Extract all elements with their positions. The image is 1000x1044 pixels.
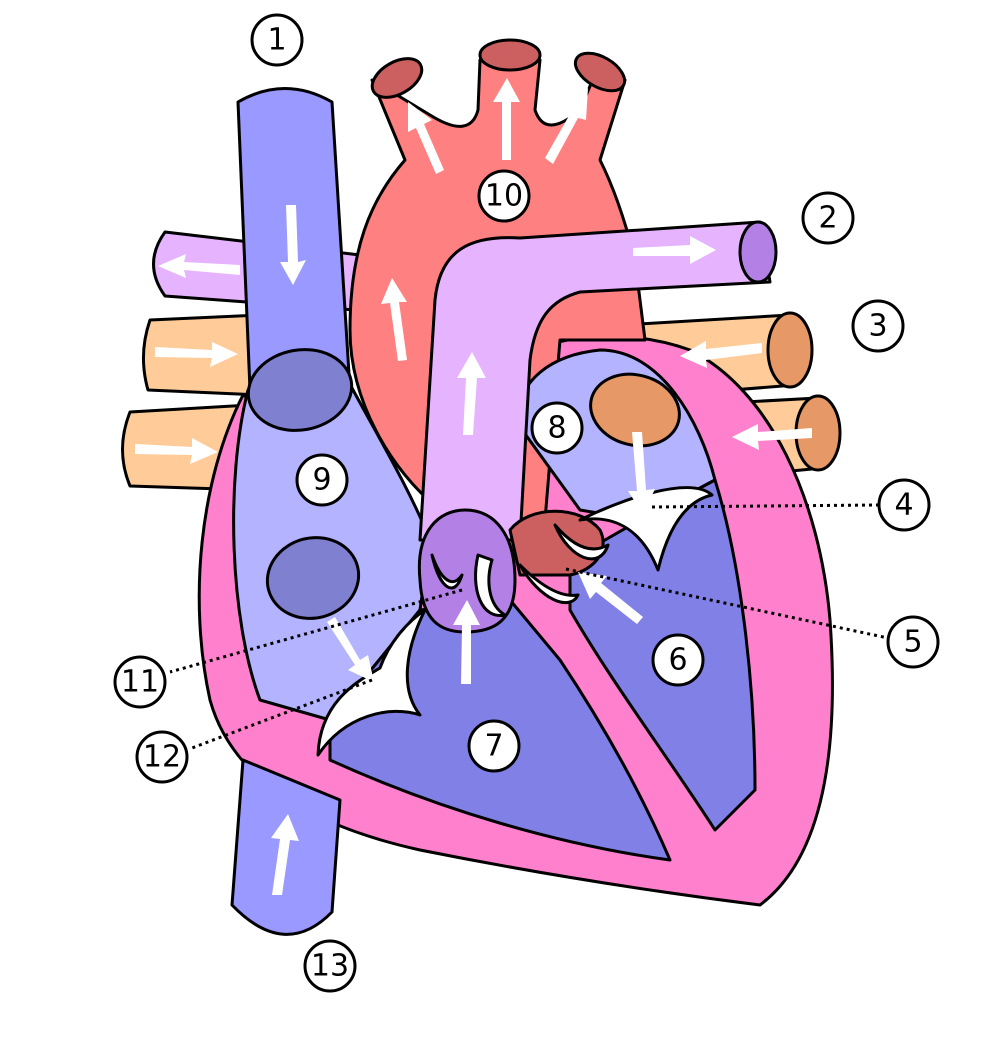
callout-13-label: 13 <box>311 949 349 984</box>
valve-leaflets <box>316 486 714 757</box>
callout-5-label: 5 <box>903 625 922 660</box>
aortic-valve-dome <box>508 509 605 577</box>
callout-2-label: 2 <box>818 201 837 236</box>
callout-1: 1 <box>250 13 304 67</box>
callout-3: 3 <box>851 299 905 353</box>
callout-11-label: 11 <box>121 665 159 700</box>
callout-10: 10 <box>477 169 531 223</box>
blood-flow-arrows <box>135 78 812 895</box>
callout-1-label: 1 <box>267 23 286 58</box>
callout-2: 2 <box>801 191 855 245</box>
callout-8-label: 8 <box>547 411 566 446</box>
callout-4-label: 4 <box>894 488 913 523</box>
callout-7: 7 <box>467 719 521 773</box>
callout-7-label: 7 <box>484 729 503 764</box>
callout-13: 13 <box>303 939 357 993</box>
inferior-vena-cava-opening <box>265 536 361 620</box>
callout-12-label: 12 <box>143 740 181 775</box>
pulmonary-vein-opening <box>589 372 681 448</box>
callout-5: 5 <box>886 615 940 669</box>
callout-8: 8 <box>530 401 584 455</box>
callout-12: 12 <box>135 730 189 784</box>
callout-9-label: 9 <box>312 463 331 498</box>
callout-9: 9 <box>295 453 349 507</box>
callout-4: 4 <box>877 478 931 532</box>
callout-6-label: 6 <box>668 643 687 678</box>
superior-vena-cava-opening <box>246 348 354 432</box>
callout-11: 11 <box>113 655 167 709</box>
callout-10-label: 10 <box>485 179 523 214</box>
callout-6: 6 <box>651 633 705 687</box>
callout-3-label: 3 <box>868 309 887 344</box>
leader-lines <box>169 503 889 750</box>
